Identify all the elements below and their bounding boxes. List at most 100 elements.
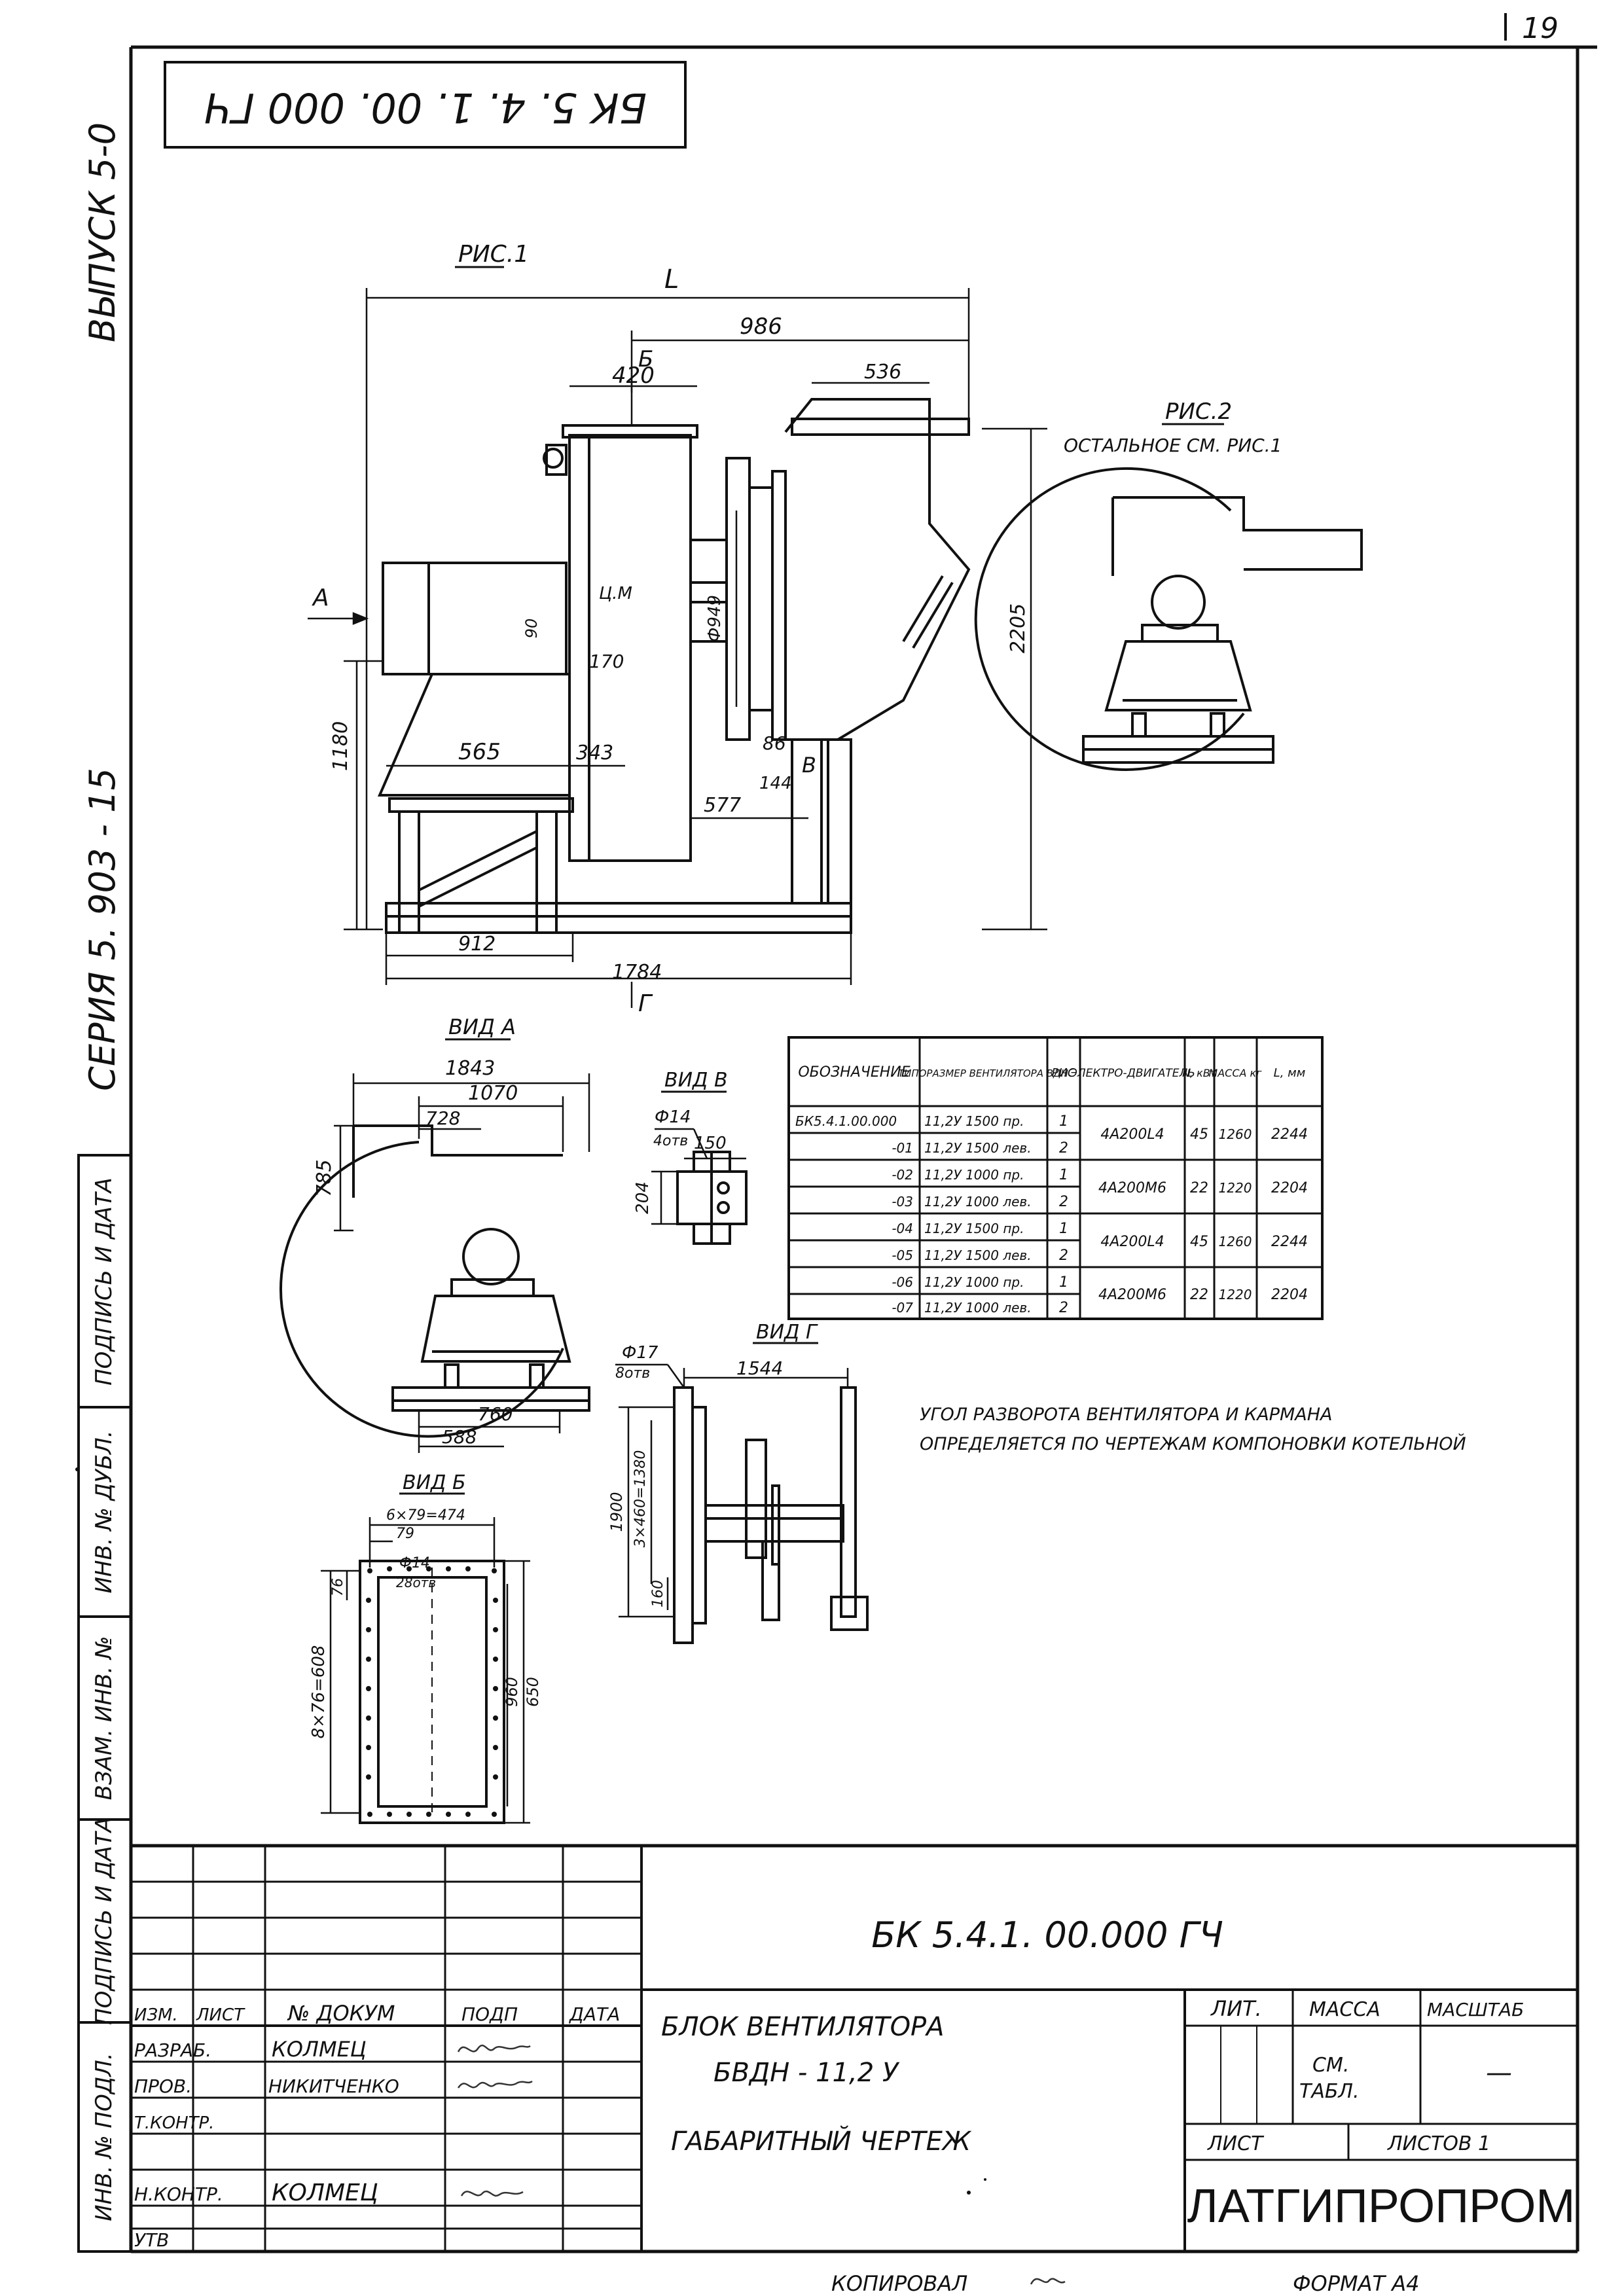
dim-b-8x76: 8×76=608: [309, 1645, 329, 1739]
dim-170: 170: [589, 651, 624, 672]
note-line2: ОПРЕДЕЛЯЕТСЯ ПО ЧЕРТЕЖАМ КОМПОНОВКИ КОТЕ…: [920, 1433, 1466, 1454]
table-cell: -03: [892, 1194, 913, 1210]
dim-cm: Ц.М: [599, 584, 632, 603]
table-cell: 1220: [1219, 1180, 1252, 1196]
dim-v-204: 204: [633, 1181, 653, 1214]
table-cell: 22: [1190, 1287, 1208, 1303]
table-cell: 4А200М6: [1098, 1180, 1166, 1196]
table-cell: 11,2У 1000 пр.: [924, 1274, 1024, 1290]
fig2-title: РИС.2: [1165, 399, 1232, 425]
table-cell: 2: [1059, 1300, 1068, 1316]
th-fan: ТИПОРАЗМЕР ВЕНТИЛЯТОРА ВДН: [898, 1067, 1068, 1079]
table-cell: 1: [1059, 1221, 1068, 1237]
table-cell: 11,2У 1500 лев.: [924, 1247, 1032, 1263]
table-cell: 11,2У 1000 пр.: [924, 1167, 1024, 1183]
th-length: L, мм: [1274, 1066, 1306, 1080]
table-cell: -01: [892, 1140, 913, 1156]
dim-728: 728: [425, 1107, 460, 1129]
tb-lit: ЛИТ.: [1210, 1996, 1262, 2021]
table-cell: -07: [892, 1300, 913, 1316]
th-mass: МАССА кг: [1208, 1067, 1262, 1079]
tb-tkontr: Т.КОНТР.: [134, 2113, 214, 2133]
dim-986: 986: [740, 314, 782, 340]
footer-copied: КОПИРОВАЛ: [831, 2271, 967, 2296]
title-name-1: БЛОК ВЕНТИЛЯТОРА: [661, 2012, 945, 2042]
strip-label-1: ИНВ. № ПОДЛ.: [91, 2053, 117, 2221]
strip-label-2: ПОДПИСЬ И ДАТА: [91, 1817, 117, 2025]
title-name-2: БВДН - 11,2 У: [713, 2058, 900, 2088]
dim-b-holes: 28отв: [396, 1575, 436, 1590]
title-name-3: ГАБАРИТНЫЙ ЧЕРТЕЖ: [671, 2125, 972, 2157]
dim-g-holes: 8отв: [615, 1365, 650, 1382]
tb-masshtab: МАСШТАБ: [1427, 1999, 1524, 2020]
table-cell: -04: [892, 1221, 913, 1236]
tb-izm: ИЗМ.: [134, 2005, 178, 2025]
table-cell: 1: [1059, 1167, 1068, 1183]
dim-2205: 2205: [1007, 603, 1030, 653]
view-a-arrow: А: [312, 584, 329, 611]
view-b-bolts: [366, 1566, 498, 1817]
tb-doc: № ДОКУМ: [287, 2001, 395, 2026]
table-cell: 45: [1190, 1126, 1208, 1143]
dim-565: 565: [458, 739, 501, 765]
issue-label: ВЫПУСК 5-0: [82, 122, 123, 342]
dim-g-160: 160: [650, 1580, 666, 1607]
table-cell: 1260: [1219, 1234, 1252, 1249]
tb-massa-val: СМ.: [1312, 2054, 1349, 2077]
table-cell: -05: [892, 1247, 913, 1263]
dim-949: Ф949: [705, 595, 725, 642]
th-designation: ОБОЗНАЧЕНИЕ: [798, 1064, 910, 1081]
view-g-drawing: [673, 1386, 869, 1644]
dim-L: L: [664, 264, 679, 295]
th-power: N, кВт: [1182, 1067, 1217, 1079]
table-cell: 2204: [1271, 1180, 1308, 1196]
table-cell: 1260: [1219, 1126, 1252, 1142]
view-b-drawing: [359, 1560, 505, 1824]
dim-b-76: 76: [330, 1578, 346, 1596]
dim-b-960: 960: [503, 1677, 521, 1707]
dim-g-3x460: 3×460=1380: [632, 1450, 649, 1548]
series-label: СЕРИЯ 5. 903 - 15: [82, 768, 123, 1091]
table-cell: 45: [1190, 1234, 1208, 1250]
table-cell: 4А200L4: [1100, 1126, 1164, 1143]
title-block-code: БК 5.4.1. 00.000 ГЧ: [871, 1914, 1223, 1956]
table-cell: 2: [1059, 1140, 1068, 1157]
dim-v-holes: 4отв: [653, 1133, 688, 1149]
tb-sheets: ЛИСТОВ 1: [1387, 2132, 1490, 2155]
table-cell: 4А200М6: [1098, 1287, 1166, 1303]
table-cell: 1: [1059, 1274, 1068, 1291]
fig1-title: РИС.1: [458, 241, 529, 268]
dim-86: 86: [763, 732, 786, 754]
page-number: 19: [1522, 12, 1559, 45]
dim-536: 536: [864, 361, 901, 384]
table-cell: -02: [892, 1167, 913, 1183]
dim-912: 912: [458, 933, 496, 956]
table-cell: 2: [1059, 1247, 1068, 1264]
tb-podp: ПОДП: [461, 2003, 518, 2025]
dim-g-17: Ф17: [622, 1343, 659, 1363]
table-cell: 2204: [1271, 1287, 1308, 1303]
table-cell: 11,2У 1000 лев.: [924, 1194, 1032, 1210]
table-body: БК5.4.1.00.000 11,2У 1500 пр. 1 -01 11,2…: [795, 1113, 1308, 1316]
tb-nkontr-name: КОЛМЕЦ: [272, 2179, 378, 2206]
table-cell: 1: [1059, 1113, 1068, 1130]
table-cell: БК5.4.1.00.000: [795, 1113, 897, 1129]
tb-utv: УТВ: [134, 2229, 169, 2251]
fig2-note: ОСТАЛЬНОЕ СМ. РИС.1: [1064, 435, 1282, 456]
top-code-box: БК 5. 4. 1. 00. 000 ГЧ: [164, 61, 687, 149]
signatures: [457, 2044, 533, 2197]
dim-b-6x79: 6×79=474: [386, 1507, 465, 1524]
strip-label-4: ИНВ. № ДУБЛ.: [91, 1430, 117, 1593]
dim-g-1900: 1900: [607, 1492, 626, 1532]
dim-1784: 1784: [612, 961, 662, 984]
footer-format: ФОРМАТ А4: [1293, 2271, 1420, 2296]
dim-1180: 1180: [329, 721, 352, 771]
tb-prov: ПРОВ.: [134, 2075, 192, 2097]
dim-g-1544: 1544: [736, 1357, 783, 1379]
view-b-dimensions: [321, 1517, 530, 1824]
dim-b-650: 650: [524, 1677, 542, 1707]
view-g-arrow: Г: [638, 990, 653, 1017]
tb-masshtab-val: —: [1486, 2058, 1512, 2088]
tb-massa: МАССА: [1309, 1998, 1380, 2021]
spec-table: [787, 1036, 1324, 1320]
